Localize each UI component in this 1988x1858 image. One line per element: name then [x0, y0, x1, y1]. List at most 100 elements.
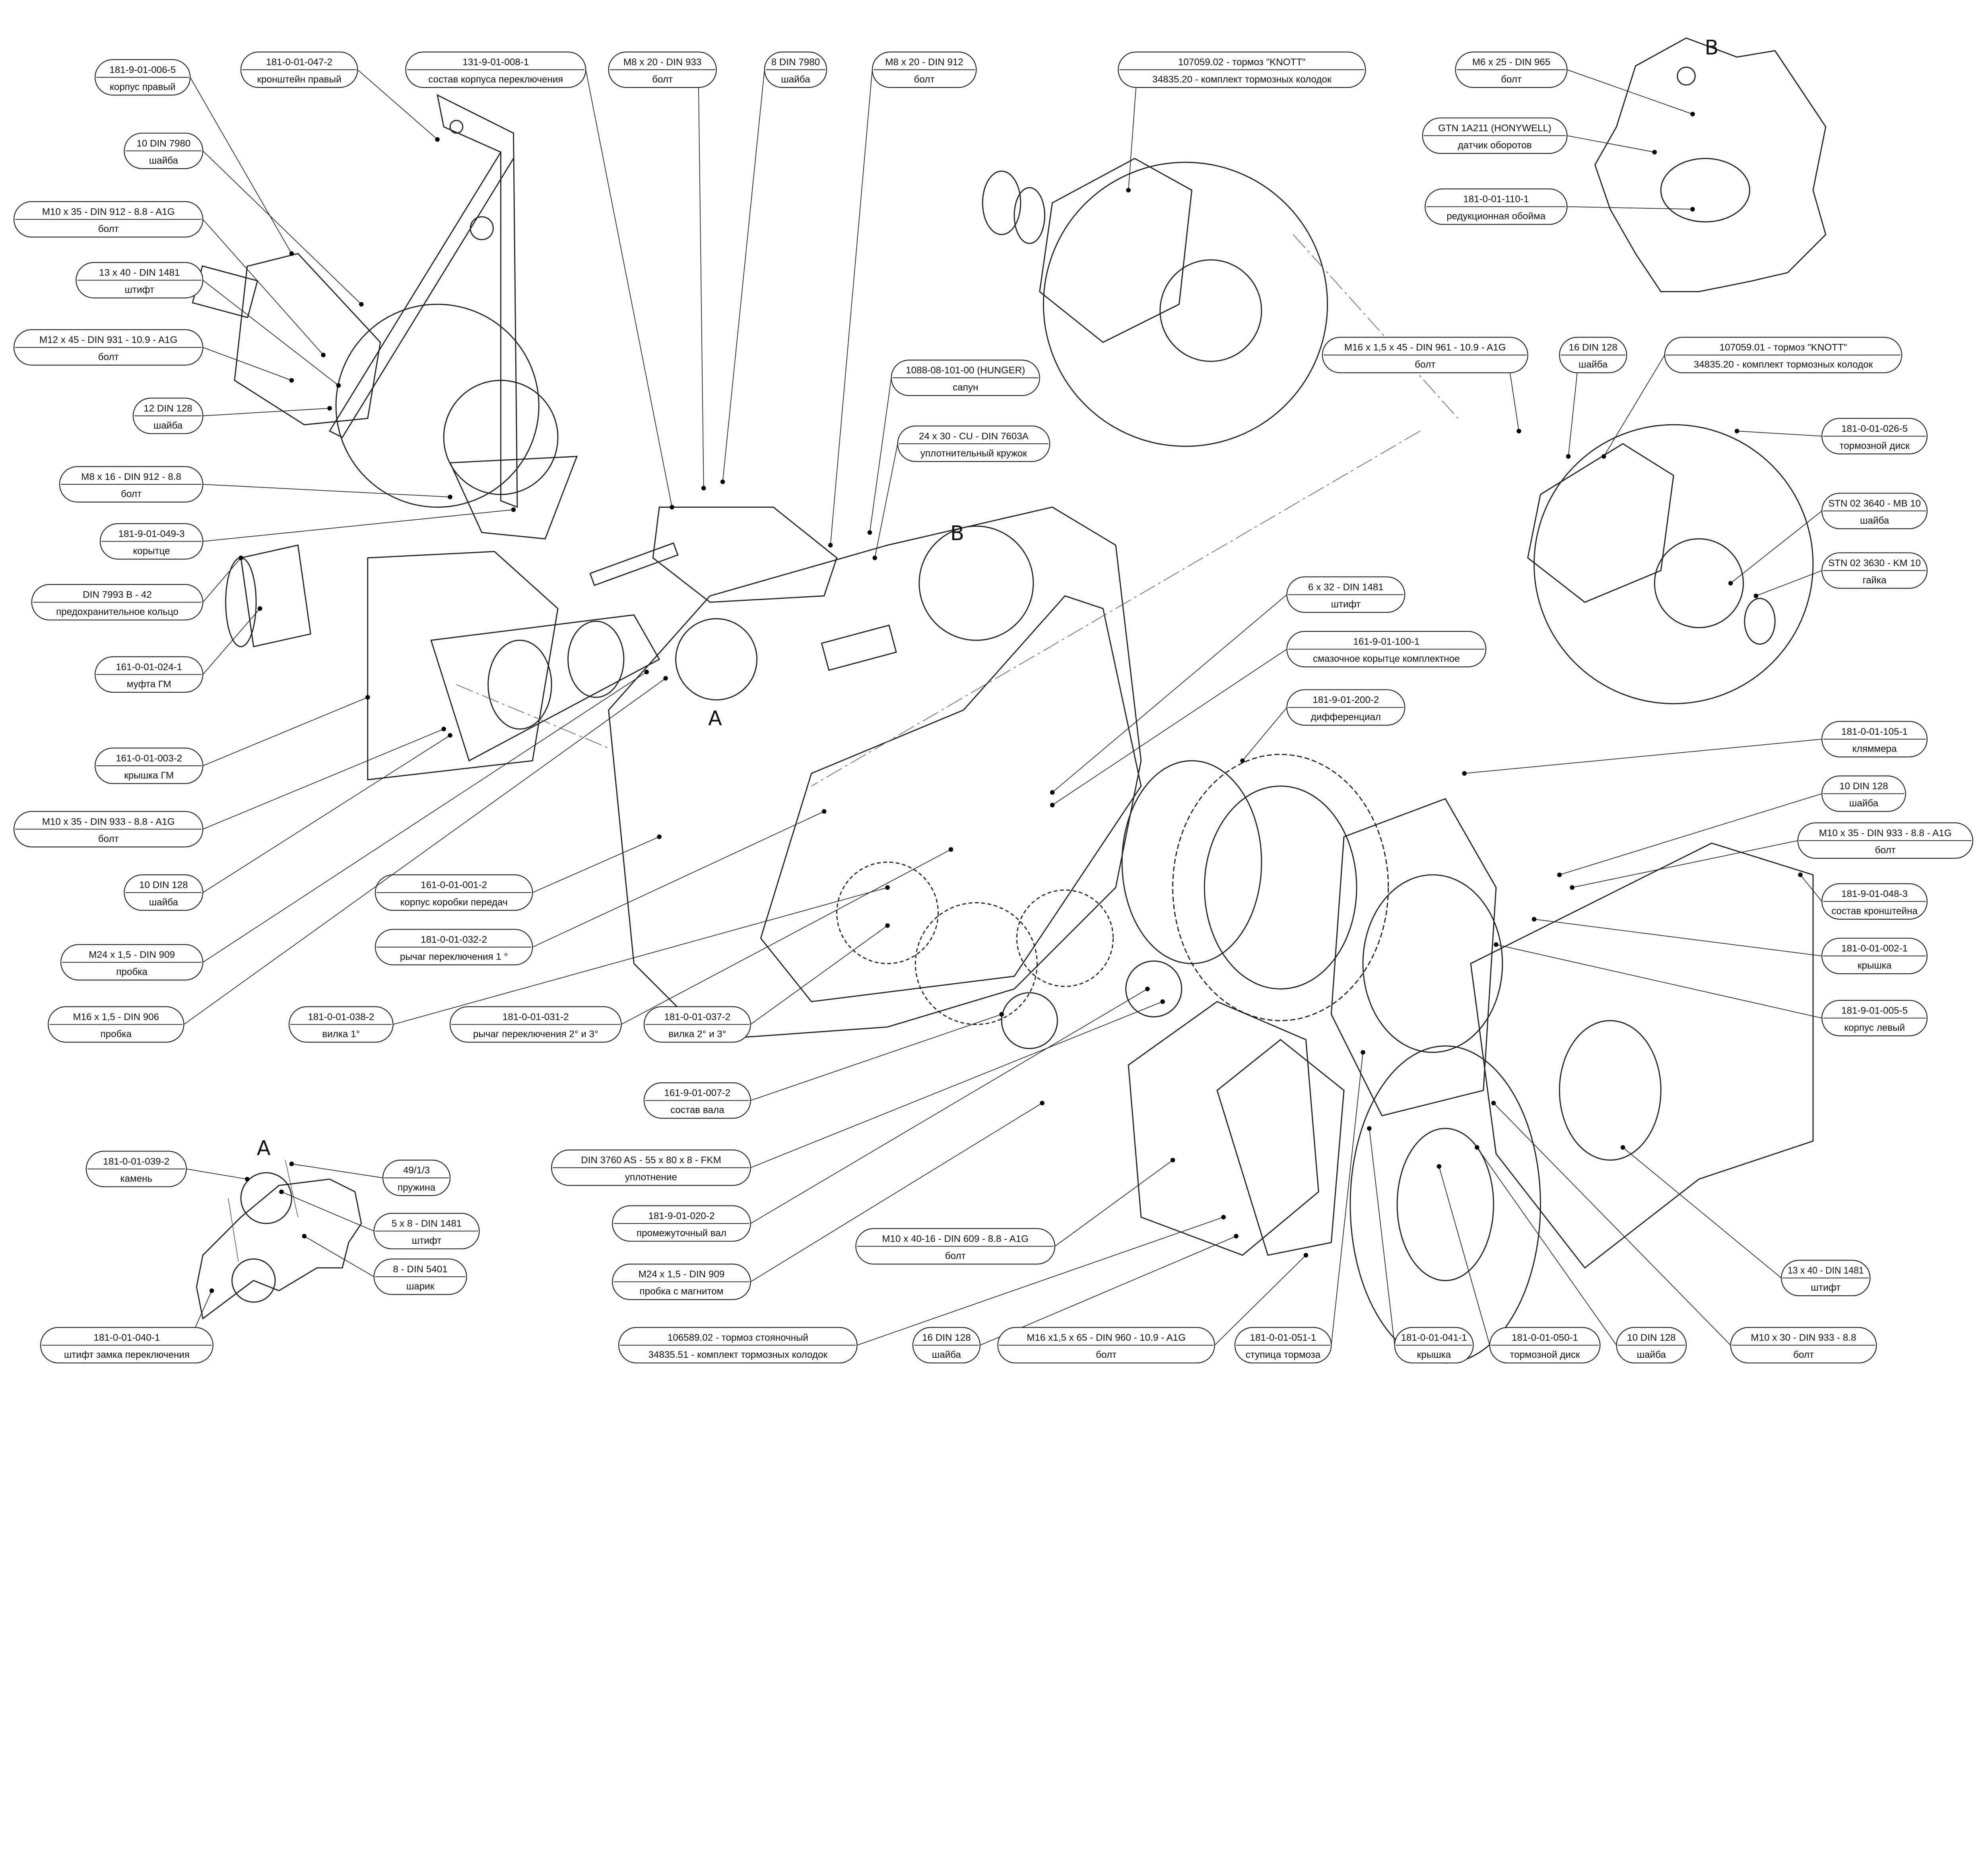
differential — [1172, 753, 1389, 1021]
leader-dot — [321, 353, 326, 357]
leader-dot — [365, 695, 370, 700]
coupling-cover — [367, 551, 559, 780]
leader-line — [1493, 1103, 1731, 1345]
leader-dot — [885, 885, 890, 890]
detail-view-marker: B — [950, 522, 964, 545]
part-number: 161-9-01-007-2 — [664, 1088, 730, 1099]
part-name: гайка — [1863, 575, 1887, 586]
leader-line — [202, 735, 450, 893]
part-number: 181-0-01-037-2 — [664, 1012, 730, 1022]
leader-dot — [1050, 790, 1055, 795]
leader-line — [1800, 874, 1822, 902]
leader-dot — [359, 302, 364, 307]
leader-line — [1730, 511, 1822, 584]
leader-dot — [441, 726, 446, 732]
leader-line — [532, 836, 660, 893]
part-number: M6 x 25 - DIN 965 — [1472, 57, 1551, 68]
leader-dot — [720, 479, 725, 484]
callout-label: M16 x 1,5 x 45 - DIN 961 - 10.9 - A1Gбол… — [1322, 337, 1528, 433]
detail-a-callout-circle — [675, 618, 758, 701]
part-name: болт — [121, 489, 142, 499]
leader-dot — [1602, 454, 1606, 459]
part-name: 34835.20 - комплект тормозных колодок — [1694, 359, 1873, 370]
leader-line — [722, 70, 765, 482]
leader-line — [202, 728, 444, 830]
leader-line — [1604, 355, 1665, 457]
leader-dot — [245, 1177, 250, 1182]
leader-line — [1496, 944, 1822, 1019]
leader-dot — [1361, 1050, 1365, 1055]
leader-dot — [448, 495, 452, 499]
part-number: GTN 1A211 (HONYWELL) — [1438, 123, 1551, 134]
part-number: 161-0-01-003-2 — [116, 753, 182, 764]
gearbox-housing — [608, 506, 1142, 1041]
leader-line — [202, 697, 368, 766]
part-name: кронштейн правый — [257, 74, 341, 85]
part-name: дифференциал — [1311, 712, 1381, 722]
leader-line — [1052, 648, 1287, 806]
leader-dot — [239, 555, 243, 560]
part-number: M10 x 30 - DIN 933 - 8.8 — [1751, 1332, 1856, 1343]
callout-label: M8 x 16 - DIN 912 - 8.8 болт — [59, 466, 452, 503]
part-number: 181-0-01-032-2 — [421, 934, 487, 945]
part-name: штифт — [1331, 599, 1361, 610]
part-number: 181-0-01-026-5 — [1841, 423, 1908, 434]
leader-dot — [885, 923, 890, 928]
part-number: DIN 7993 B - 42 — [83, 590, 152, 600]
part-name: 34835.51 - комплект тормозных колодок — [648, 1349, 828, 1360]
leader-line — [195, 1290, 212, 1328]
right-bracket — [329, 94, 518, 508]
leader-line — [585, 70, 672, 507]
part-number: 181-0-01-110-1 — [1463, 194, 1529, 205]
leader-dot — [1145, 986, 1150, 991]
leader-dot — [1570, 885, 1574, 890]
part-name: крышка — [1858, 960, 1892, 971]
shift-housing — [652, 507, 838, 603]
part-name: состав корпуса переключения — [428, 74, 563, 85]
part-number: 181-0-01-051-1 — [1250, 1332, 1316, 1343]
callout-label: 107059.01 - тормоз "KNOTT"34835.20 - ком… — [1602, 337, 1903, 459]
part-number: 8 DIN 7980 — [771, 57, 820, 68]
leader-dot — [209, 1288, 214, 1293]
leader-dot — [1221, 1215, 1226, 1219]
leader-line — [202, 672, 647, 963]
leader-line — [281, 1191, 375, 1232]
part-number: M8 x 20 - DIN 933 — [623, 57, 702, 68]
part-number: 1088-08-101-00 (HUNGER) — [906, 365, 1025, 376]
part-name: состав кронштейна — [1831, 906, 1918, 916]
part-number: M8 x 16 - DIN 912 - 8.8 — [81, 472, 181, 482]
leader-line — [1559, 793, 1822, 876]
part-name: датчик оборотов — [1458, 140, 1532, 151]
part-number: 181-9-01-048-3 — [1841, 889, 1908, 899]
part-number: 161-0-01-024-1 — [116, 662, 182, 672]
leader-line — [750, 988, 1148, 1224]
part-number: 24 x 30 - CU - DIN 7603A — [919, 431, 1029, 442]
leader-dot — [1234, 1234, 1239, 1239]
part-number: 131-9-01-008-1 — [462, 57, 529, 68]
detail-view-marker: A — [708, 707, 722, 730]
part-number: 181-0-01-047-2 — [266, 57, 332, 68]
leader-dot — [336, 383, 341, 388]
leader-line — [1242, 707, 1287, 761]
leader-dot — [663, 676, 668, 681]
part-name: болт — [98, 224, 119, 235]
part-number: 107059.02 - тормоз "KNOTT" — [1178, 57, 1306, 68]
part-number: M10 x 35 - DIN 933 - 8.8 - A1G — [1819, 828, 1952, 839]
detail-view-marker: A — [257, 1137, 271, 1160]
leader-dot — [327, 406, 332, 411]
leader-line — [1052, 594, 1287, 793]
leader-dot — [1050, 803, 1055, 808]
leader-line — [1756, 570, 1822, 596]
part-number: 181-0-01-038-2 — [308, 1012, 374, 1022]
gear — [836, 861, 939, 964]
